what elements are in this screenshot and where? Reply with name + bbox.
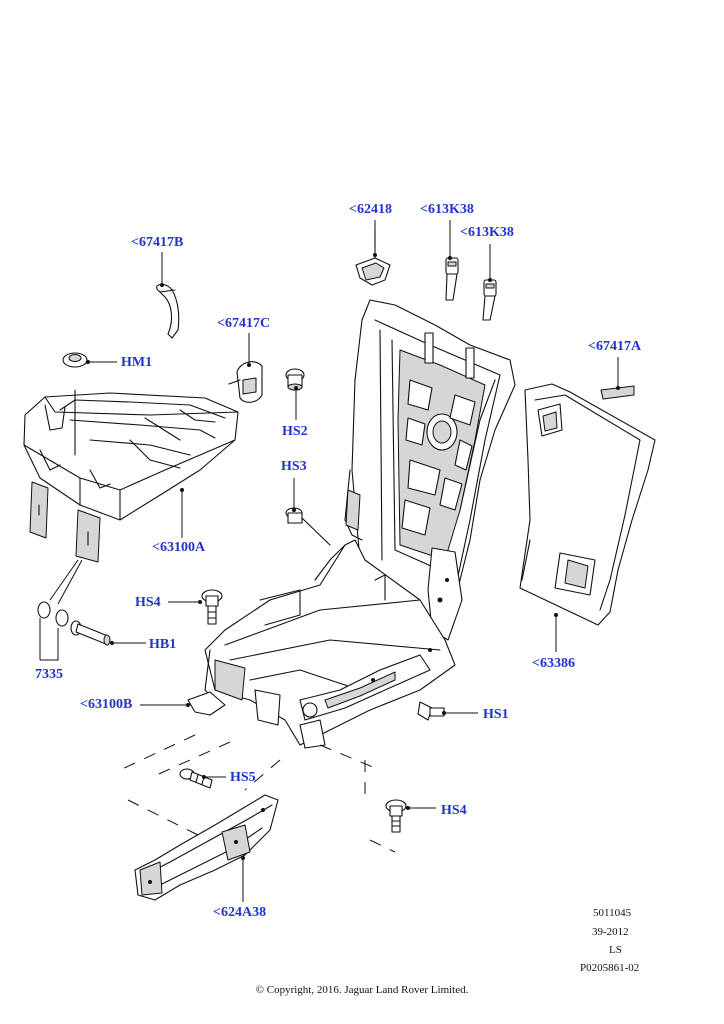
label-hb1[interactable]: HB1 <box>149 637 177 652</box>
reference-code-4: P0205861-02 <box>580 962 640 974</box>
clip-67417c-drawing <box>228 361 263 403</box>
label-67417a[interactable]: <67417A <box>588 339 642 354</box>
hs3-fastener-drawing <box>285 507 331 546</box>
label-624a38[interactable]: <624A38 <box>213 905 267 920</box>
label-62418[interactable]: <62418 <box>349 202 392 217</box>
hs2-fastener-drawing <box>285 368 305 391</box>
reference-code-3: LS <box>609 944 622 956</box>
label-hs1[interactable]: HS1 <box>483 707 509 722</box>
label-63100a[interactable]: <63100A <box>152 540 206 555</box>
reference-code-1: 5011045 <box>593 907 632 919</box>
seat-back-frame-drawing <box>344 299 516 651</box>
label-7335[interactable]: 7335 <box>35 667 63 682</box>
seat-frame-base-drawing <box>187 539 456 749</box>
copyright-notice: © Copyright, 2016. Jaguar Land Rover Lim… <box>255 984 469 996</box>
label-67417c[interactable]: <67417C <box>217 316 271 331</box>
back-panel-drawing <box>519 383 656 626</box>
bracket-624a38-drawing <box>134 794 279 901</box>
label-63100b[interactable]: <63100B <box>80 697 133 712</box>
label-hs5[interactable]: HS5 <box>230 770 256 785</box>
strap-67417b-drawing <box>156 283 180 339</box>
seat-cushion-drawing <box>23 389 239 563</box>
hs4-bolt-upper-drawing <box>201 589 223 625</box>
headrest-guide-613k38a-drawing <box>445 257 459 301</box>
hs4-bolt-lower-drawing <box>385 799 407 833</box>
clips-7335-drawing <box>37 559 83 661</box>
hs1-bolt-drawing <box>417 701 445 721</box>
reference-code-2: 39-2012 <box>592 926 629 938</box>
label-hs2[interactable]: HS2 <box>282 424 308 439</box>
label-hs4-upper[interactable]: HS4 <box>135 595 161 610</box>
label-63386[interactable]: <63386 <box>532 656 575 671</box>
label-hs4-lower[interactable]: HS4 <box>441 803 467 818</box>
label-67417b[interactable]: <67417B <box>131 235 184 250</box>
label-hm1[interactable]: HM1 <box>121 355 153 370</box>
tag-67417a-drawing <box>600 385 635 400</box>
leader-lines <box>86 220 620 902</box>
label-613k38-a[interactable]: <613K38 <box>420 202 474 217</box>
hb1-bolt-drawing <box>70 620 111 646</box>
label-hs3[interactable]: HS3 <box>281 459 307 474</box>
label-613k38-b[interactable]: <613K38 <box>460 225 514 240</box>
hs5-bolt-drawing <box>179 768 213 789</box>
headrest-guide-613k38b-drawing <box>482 279 497 321</box>
hm1-grommet-drawing <box>62 352 88 368</box>
guide-62418-drawing <box>355 229 391 286</box>
